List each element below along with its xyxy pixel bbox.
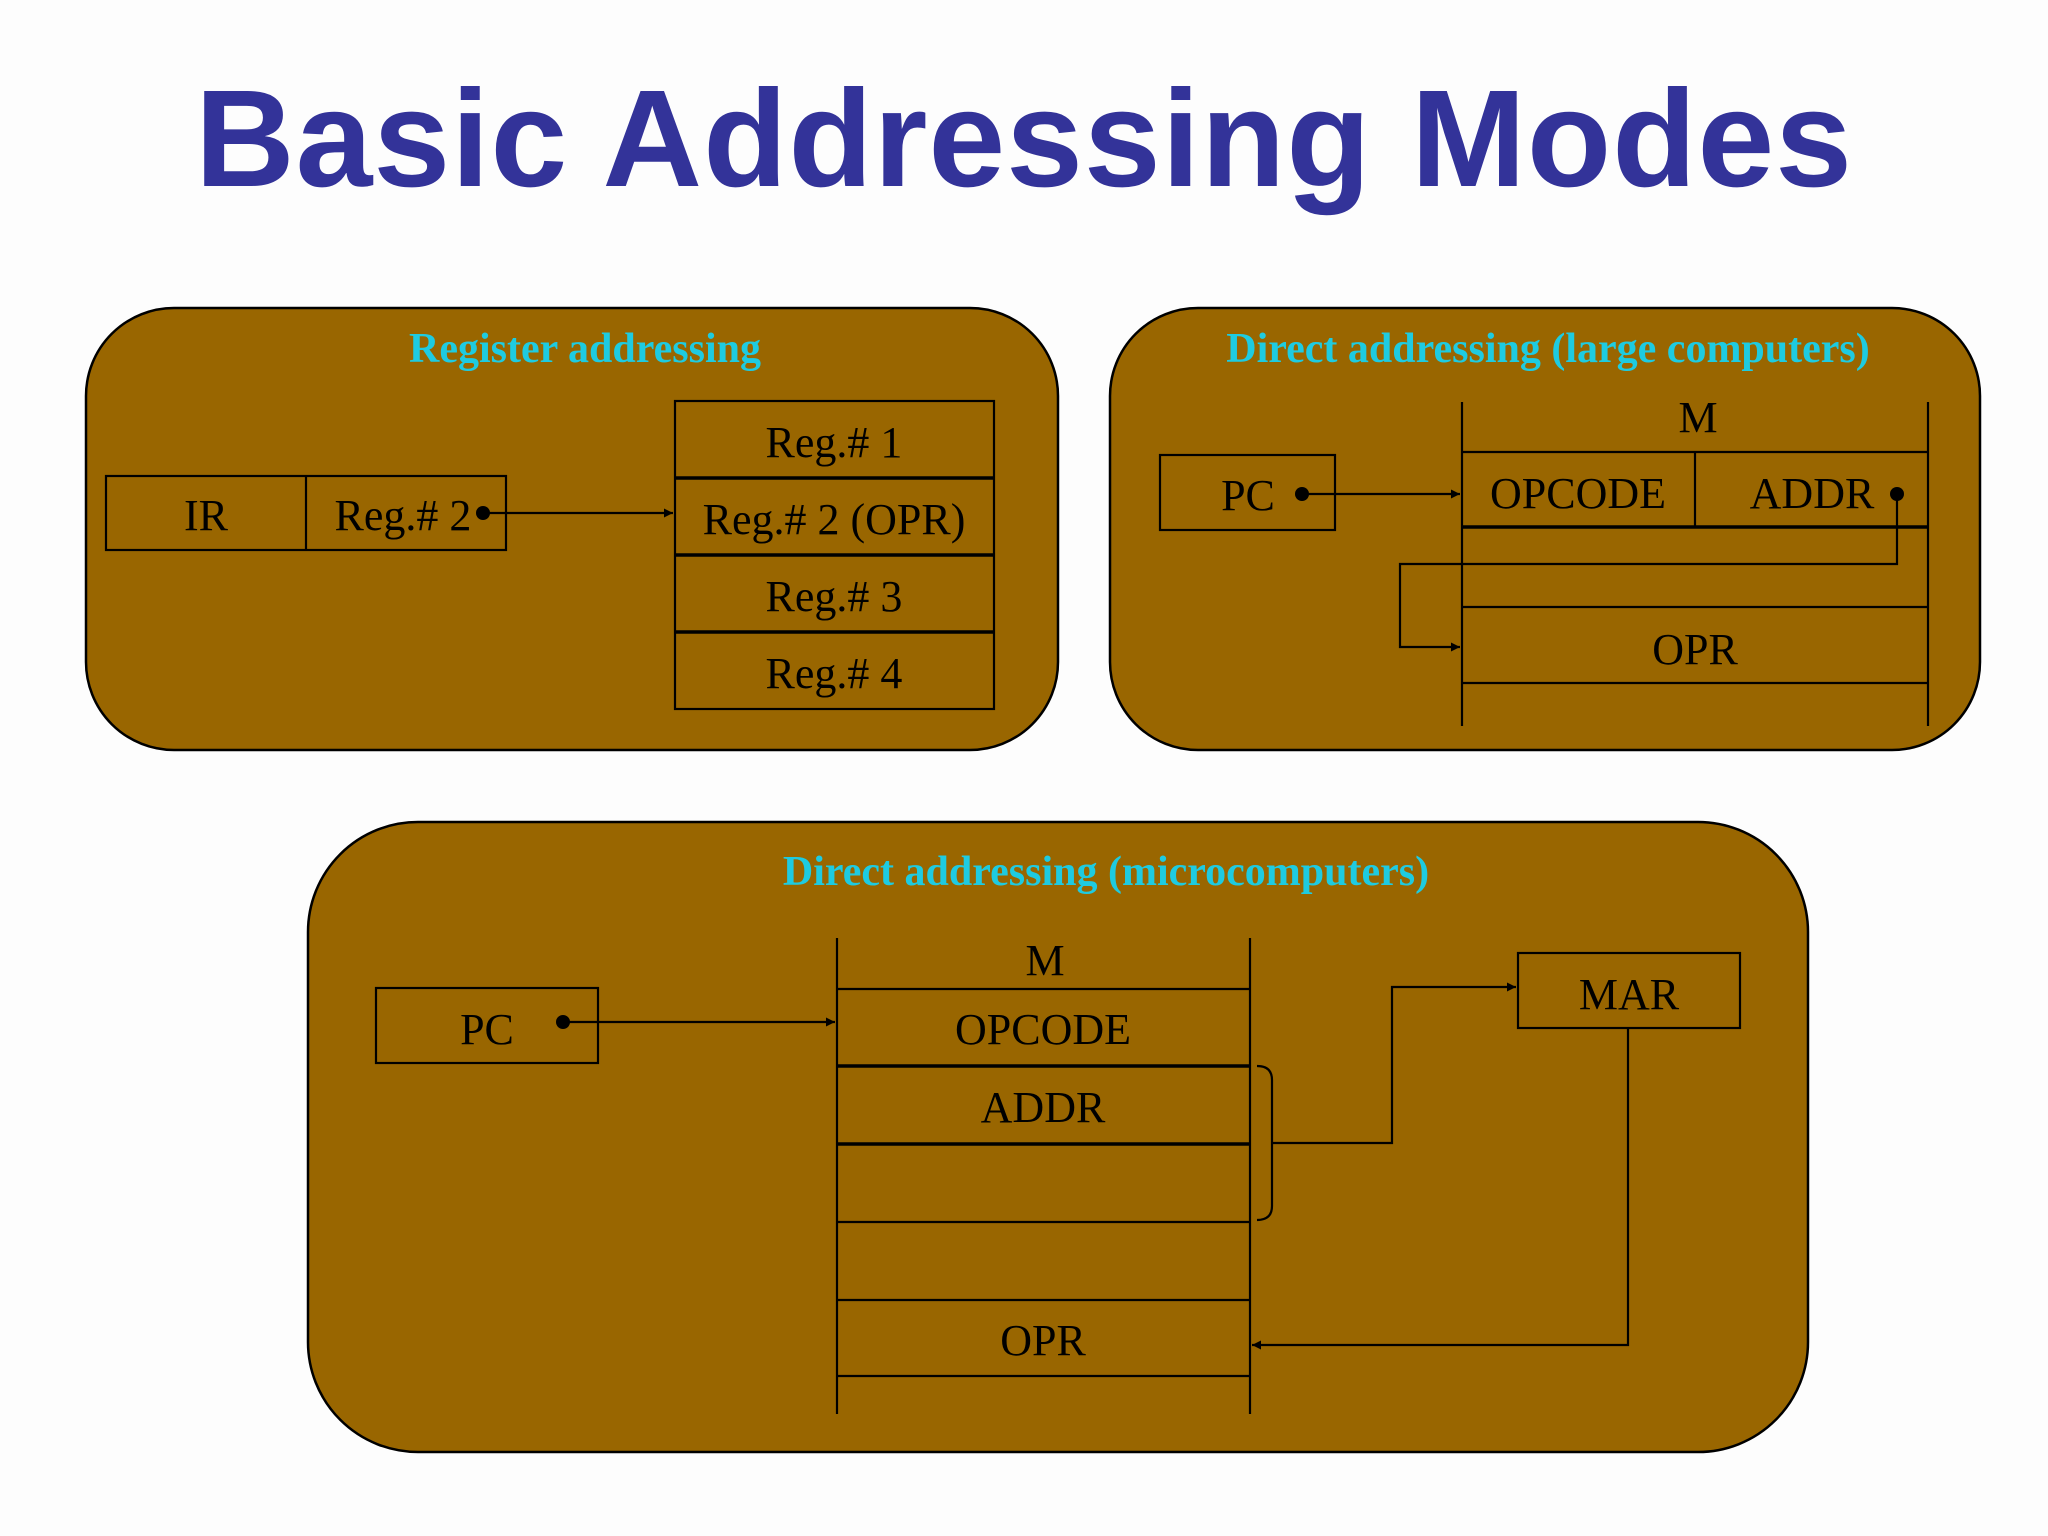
memory-label: M xyxy=(1025,936,1064,985)
ir-label: IR xyxy=(184,491,229,540)
register-4-label: Reg.# 4 xyxy=(766,649,903,698)
register-addressing-panel: Register addressing IR Reg.# 2 Reg.# 1 R… xyxy=(84,306,1060,752)
mar-to-operand-arrow xyxy=(1252,1028,1630,1350)
register-2-opr-label: Reg.# 2 (OPR) xyxy=(703,495,966,544)
operand-cell: OPR xyxy=(1652,625,1738,674)
pc-label: PC xyxy=(1221,471,1275,520)
opcode-field: OPCODE xyxy=(1490,469,1666,518)
direct-addressing-large-panel: Direct addressing (large computers) M OP… xyxy=(1108,306,1982,752)
operand-cell: OPR xyxy=(1000,1316,1086,1365)
register-panel-background xyxy=(84,306,1060,752)
addr-to-mar-arrow xyxy=(1272,982,1516,1145)
addr-to-operand-arrow xyxy=(1398,494,1899,652)
mar-label: MAR xyxy=(1579,970,1680,1019)
memory-label: M xyxy=(1678,393,1717,442)
pc-label: PC xyxy=(460,1005,514,1054)
direct-large-panel-background xyxy=(1108,306,1982,752)
addr-cell: ADDR xyxy=(981,1083,1106,1132)
addr-field: ADDR xyxy=(1750,469,1875,518)
direct-micro-panel-background xyxy=(306,820,1810,1454)
direct-micro-panel-title: Direct addressing (microcomputers) xyxy=(783,849,1429,895)
direct-addressing-micro-panel: Direct addressing (microcomputers) M OPC… xyxy=(306,820,1810,1454)
opcode-cell: OPCODE xyxy=(955,1005,1131,1054)
pc-register-box xyxy=(374,986,600,1065)
pc-register-box xyxy=(1158,453,1337,532)
ir-register-field: Reg.# 2 xyxy=(335,491,472,540)
register-panel-title: Register addressing xyxy=(409,326,761,372)
direct-large-panel-title: Direct addressing (large computers) xyxy=(1226,326,1870,372)
register-1-label: Reg.# 1 xyxy=(766,418,903,467)
slide-title: Basic Addressing Modes xyxy=(195,62,1853,216)
register-3-label: Reg.# 3 xyxy=(766,572,903,621)
